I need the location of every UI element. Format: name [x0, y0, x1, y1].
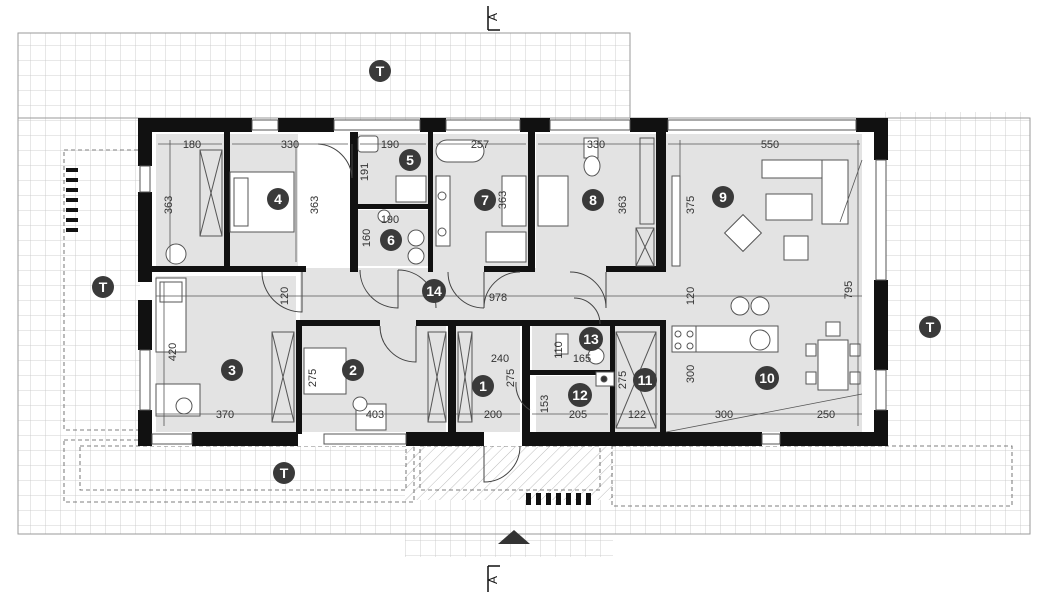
- svg-text:T: T: [99, 279, 108, 295]
- dim-label: 550: [761, 139, 779, 151]
- dim-label: 275: [505, 369, 517, 387]
- dim-label: 300: [715, 409, 733, 421]
- dim-label: 205: [569, 409, 587, 421]
- room-marker-3: 3: [221, 359, 243, 381]
- interior-walls: [152, 132, 666, 434]
- terrace-marker: T: [919, 316, 941, 338]
- svg-text:8: 8: [589, 192, 597, 208]
- svg-text:3: 3: [228, 362, 236, 378]
- room-marker-11: 11: [633, 368, 657, 392]
- dim-label: 403: [366, 409, 384, 421]
- svg-text:9: 9: [719, 189, 727, 205]
- radiator-bottom: [526, 493, 591, 505]
- dim-label: 200: [484, 409, 502, 421]
- dimension-labels: 180 330 190 257 330 550 190 978 240 165 …: [163, 139, 855, 421]
- dim-label: 363: [309, 196, 321, 214]
- exterior-walls: [138, 118, 888, 446]
- room-marker-4: 4: [267, 188, 289, 210]
- svg-text:6: 6: [387, 232, 395, 248]
- section-label: A: [486, 13, 500, 21]
- room-markers: 1 2 3 4 5 6 7 8 9 10 11 12 13 14: [221, 149, 779, 407]
- wardrobes: [199, 137, 657, 429]
- terrace-marker: T: [92, 276, 114, 298]
- dim-label: 180: [183, 139, 201, 151]
- svg-text:12: 12: [572, 387, 588, 403]
- svg-text:4: 4: [274, 191, 282, 207]
- dim-label: 165: [573, 353, 591, 365]
- dim-label: 153: [539, 395, 551, 413]
- dim-label: 190: [381, 214, 399, 226]
- section-marker-bottom: A: [486, 565, 500, 592]
- dim-label: 257: [471, 139, 489, 151]
- svg-text:10: 10: [759, 370, 775, 386]
- room-marker-7: 7: [474, 189, 496, 211]
- dim-label: 363: [617, 196, 629, 214]
- terrace-grid: [17, 32, 1031, 557]
- dimension-lines: [156, 140, 863, 433]
- dim-label: 978: [489, 292, 507, 304]
- terrace-marker: T: [369, 60, 391, 82]
- dim-label: 420: [167, 343, 179, 361]
- room-marker-10: 10: [755, 366, 779, 390]
- dim-label: 250: [817, 409, 835, 421]
- svg-text:T: T: [376, 63, 385, 79]
- furniture: [155, 135, 861, 431]
- dim-label: 122: [628, 409, 646, 421]
- svg-text:T: T: [926, 319, 935, 335]
- dim-label: 120: [685, 287, 697, 305]
- dim-label: 190: [381, 139, 399, 151]
- svg-text:14: 14: [426, 283, 442, 299]
- svg-text:5: 5: [406, 152, 414, 168]
- dim-label: 120: [279, 287, 291, 305]
- section-marker-top: A: [486, 6, 500, 31]
- dim-label: 363: [163, 196, 175, 214]
- dim-label: 240: [491, 353, 509, 365]
- dim-label: 363: [497, 191, 509, 209]
- room-marker-14: 14: [422, 279, 446, 303]
- dim-label: 370: [216, 409, 234, 421]
- terrace-markers: T T T T: [92, 60, 941, 484]
- dim-label: 275: [307, 369, 319, 387]
- svg-text:1: 1: [479, 378, 487, 394]
- windows: [139, 119, 887, 445]
- svg-text:13: 13: [583, 331, 599, 347]
- svg-text:11: 11: [638, 372, 653, 388]
- room-marker-12: 12: [568, 383, 592, 407]
- radiator-left: [66, 168, 78, 232]
- room-marker-6: 6: [380, 229, 402, 251]
- entrance-arrow-icon: [498, 530, 530, 544]
- dim-label: 110: [553, 341, 565, 359]
- room-marker-1: 1: [472, 375, 494, 397]
- section-label: A: [486, 576, 500, 584]
- dim-label: 330: [281, 139, 299, 151]
- dim-label: 300: [685, 365, 697, 383]
- svg-text:7: 7: [481, 192, 489, 208]
- room-marker-8: 8: [582, 189, 604, 211]
- room-marker-13: 13: [579, 327, 603, 351]
- svg-text:T: T: [280, 465, 289, 481]
- dim-label: 795: [843, 281, 855, 299]
- door-swings: [261, 143, 607, 483]
- dim-label: 275: [617, 371, 629, 389]
- svg-text:2: 2: [349, 362, 357, 378]
- dim-label: 160: [361, 229, 373, 247]
- dim-label: 191: [359, 163, 371, 181]
- room-marker-2: 2: [342, 359, 364, 381]
- room-marker-5: 5: [399, 149, 421, 171]
- terrace-marker: T: [273, 462, 295, 484]
- dim-label: 330: [587, 139, 605, 151]
- dim-label: 375: [685, 196, 697, 214]
- room-marker-9: 9: [712, 186, 734, 208]
